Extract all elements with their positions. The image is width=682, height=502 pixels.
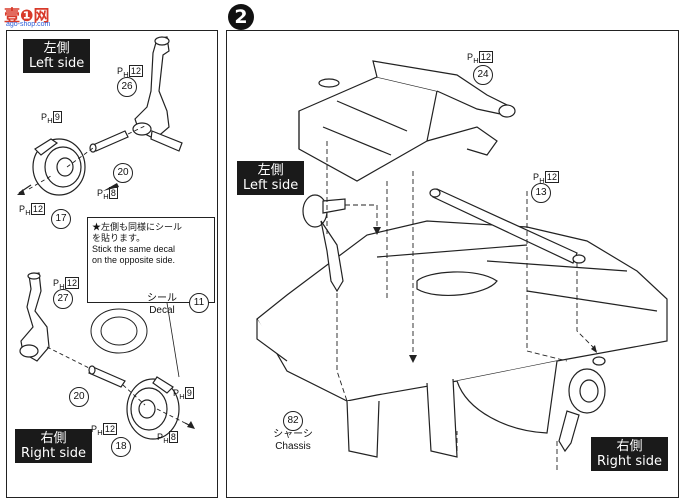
watermark-url: ago-shop.com [6,21,51,28]
decal-note: ★左側も同様にシール を貼ります。 Stick the same decal o… [87,217,215,303]
left-side-en-2: Left side [243,178,299,193]
right-side-en: Right side [21,446,86,461]
decal-caption: シール Decal [147,293,177,317]
note-line-4: on the opposite side. [92,255,176,265]
left-side-ja: 左側 [43,41,70,56]
part-82: 82 [283,411,303,431]
part-18: 18 [111,437,131,457]
part-13: 13 [531,183,551,203]
part-24: 24 [473,65,493,85]
chassis-en: Chassis [275,441,311,452]
left-side-en: Left side [29,56,85,71]
note-line-3: Stick the same decal [92,244,176,254]
part-27: 27 [53,289,73,309]
part-20-top: 20 [113,163,133,183]
right-side-ja-2: 右側 [616,439,643,454]
left-side-tag: 左側 Left side [23,39,91,73]
note-line-1: ★左側も同様にシール [92,222,183,232]
right-panel-drawing [256,60,668,471]
right-side-en-2: Right side [597,454,662,469]
right-side-ja: 右側 [40,431,67,446]
watermark-logo: 壹❶网 [4,6,50,25]
decal-ja: シール [147,293,177,304]
part-26: 26 [117,77,137,97]
left-side-ja-2: 左側 [257,163,284,178]
step-2-badge: 2 [228,4,254,30]
note-line-2: を貼ります。 [92,233,146,243]
left-side-tag-right-panel: 左側 Left side [237,161,305,195]
chassis-caption: シャーシ Chassis [267,429,319,453]
right-side-tag: 右側 Right side [15,429,92,463]
decal-en: Decal [149,305,175,316]
part-20-bottom: 20 [69,387,89,407]
chassis-ja: シャーシ [273,429,313,440]
part-17: 17 [51,209,71,229]
part-11: 11 [189,293,209,313]
left-panel-drawing [17,36,195,440]
right-side-tag-right-panel: 右側 Right side [591,437,668,471]
